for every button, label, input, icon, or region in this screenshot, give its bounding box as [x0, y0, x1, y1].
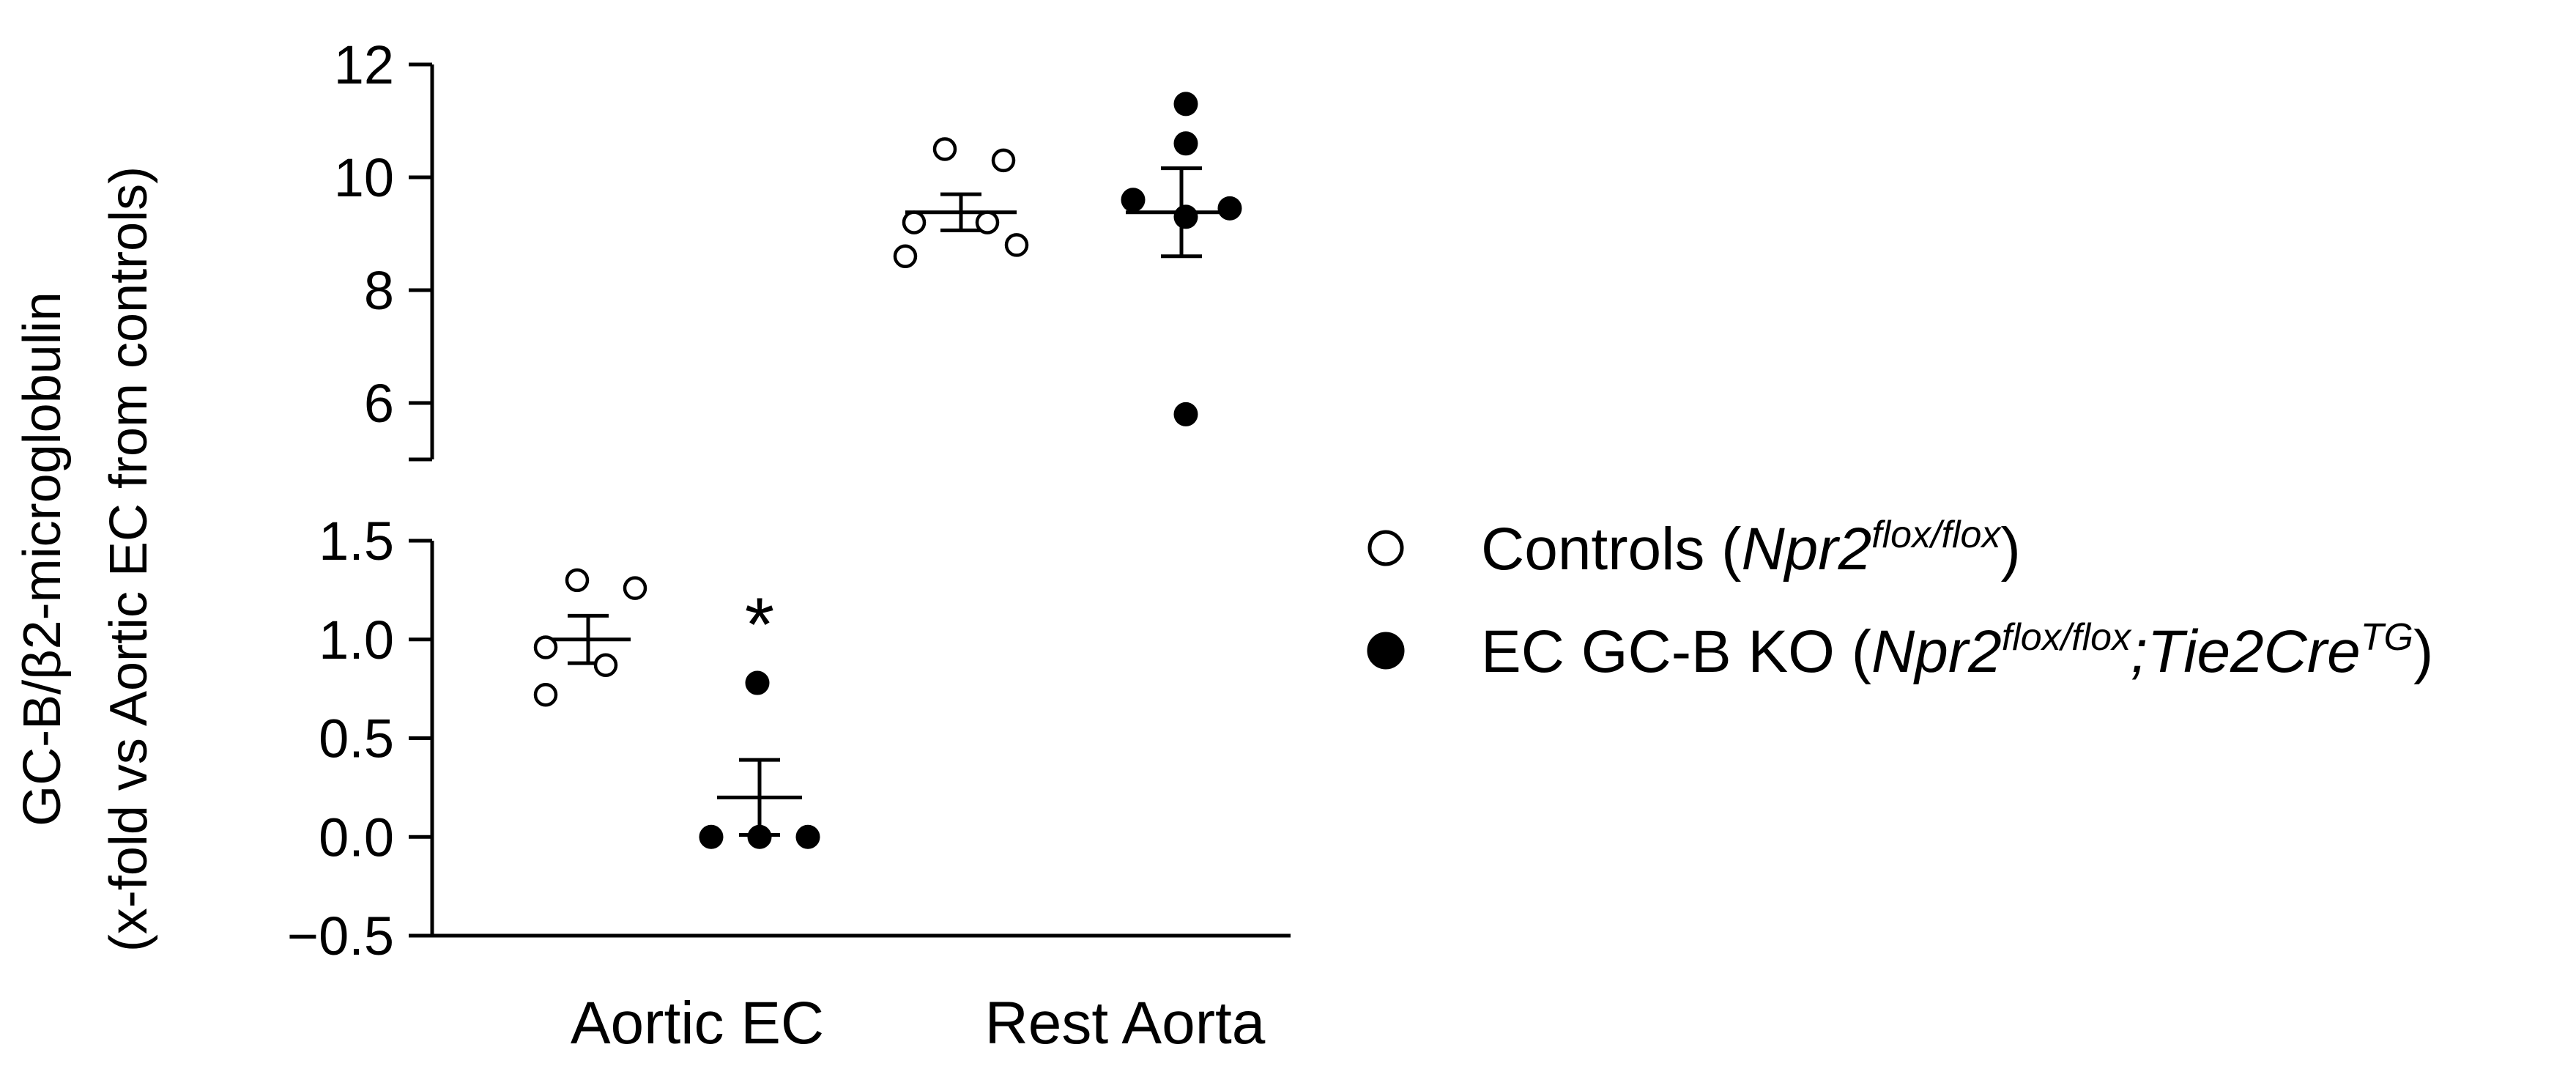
- data-point-control: [1004, 233, 1029, 257]
- x-category-label: Aortic EC: [571, 990, 824, 1057]
- legend-ko-genotype: flox/flox: [2002, 616, 2132, 659]
- data-point-control: [565, 568, 590, 593]
- data-point-control: [623, 576, 647, 600]
- data-point-ko: [747, 824, 772, 849]
- legend-ko-name: EC GC-B KO: [1481, 618, 1835, 685]
- data-point-ko: [1217, 196, 1242, 221]
- data-point-ko: [1173, 402, 1198, 426]
- y-tick-label: 1.5: [319, 511, 394, 572]
- y-tick-label: 12: [334, 34, 394, 95]
- y-tick-label: 0.5: [319, 709, 394, 769]
- y-tick-label: −0.5: [287, 906, 394, 966]
- data-point-control: [902, 210, 927, 234]
- data-marks: [533, 92, 1242, 849]
- legend-marker-ko: [1367, 632, 1405, 670]
- x-category-label: Rest Aorta: [985, 990, 1266, 1057]
- data-point-ko: [1173, 92, 1198, 116]
- data-point-control: [593, 653, 618, 678]
- legend-ko-gene: Npr2: [1871, 618, 2002, 685]
- data-point-control: [991, 148, 1016, 173]
- y-tick-label: 1.0: [319, 610, 394, 670]
- data-point-ko: [795, 824, 820, 849]
- y-tick-label: 10: [334, 147, 394, 208]
- y-tick-label: 8: [364, 260, 394, 321]
- data-point-ko: [1121, 188, 1146, 212]
- legend-label-controls: Controls (Npr2flox/flox): [1481, 514, 2021, 582]
- legend-controls-name: Controls: [1481, 516, 1704, 582]
- data-point-control: [533, 635, 558, 659]
- data-point-ko: [1173, 131, 1198, 156]
- y-axis-title: GC-B/β2-microglobulin (x-fold vs Aortic …: [13, 166, 158, 952]
- data-point-control: [975, 210, 1000, 234]
- y-axis-title-line1: GC-B/β2-microglobulin: [13, 292, 72, 826]
- data-point-ko: [699, 824, 724, 849]
- legend-controls-genotype: flox/flox: [1871, 514, 2002, 556]
- data-point-control: [533, 682, 558, 707]
- y-tick-label: 6: [364, 373, 394, 434]
- significance-star: *: [745, 582, 774, 667]
- legend-ko-transgene-sup: TG: [2361, 616, 2413, 659]
- data-point-control: [893, 244, 918, 269]
- data-point-control: [932, 137, 957, 161]
- y-tick-label: 0.0: [319, 807, 394, 868]
- legend-label-ko: EC GC-B KO (Npr2flox/flox;Tie2CreTG): [1481, 616, 2433, 685]
- legend-ko-transgene: ;Tie2Cre: [2131, 618, 2361, 685]
- data-point-ko: [1173, 204, 1198, 229]
- legend-controls-gene: Npr2: [1741, 516, 1871, 582]
- legend: Controls (Npr2flox/flox) EC GC-B KO (Npr…: [1367, 514, 2433, 685]
- legend-marker-controls: [1367, 530, 1404, 566]
- data-point-ko: [745, 670, 770, 695]
- y-axis-title-line2: (x-fold vs Aortic EC from controls): [100, 166, 158, 952]
